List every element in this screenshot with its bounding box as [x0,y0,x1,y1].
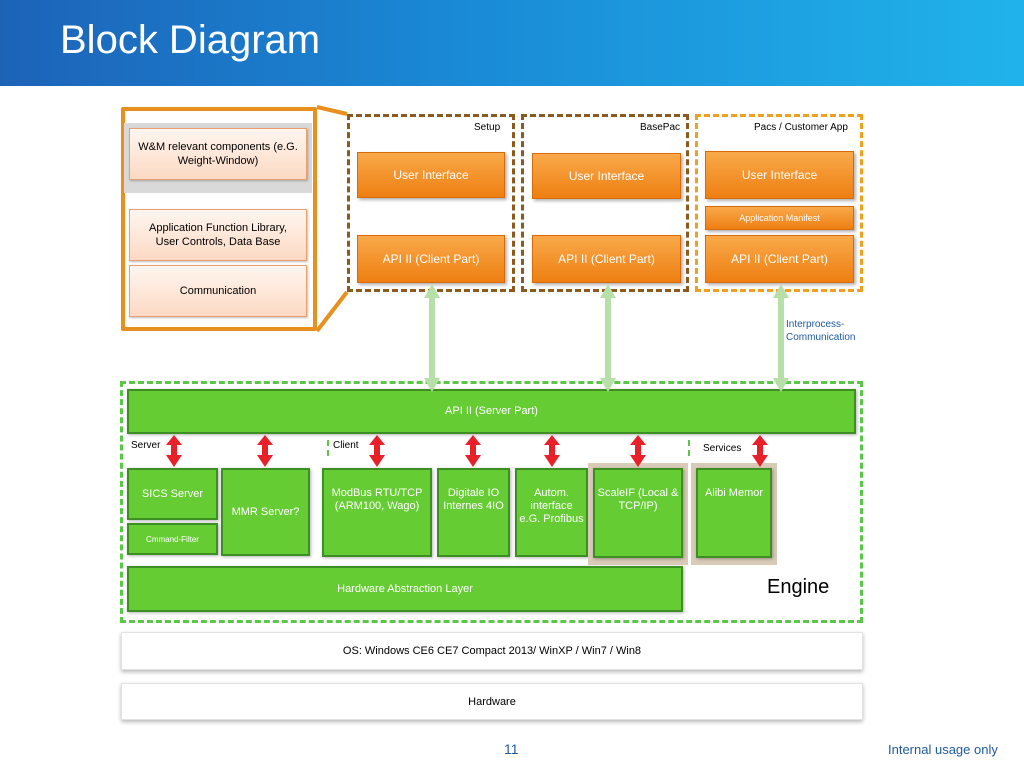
basepac-label: BasePac [640,122,681,133]
red-arrow-digitale-io [465,435,481,467]
engine-label: Engine [767,576,830,598]
red-arrow-scaleif [630,435,646,467]
red-arrow-modbus [369,435,385,467]
page-number: 11 [504,741,519,757]
services-label: Services [703,443,742,454]
application-manifest-box: Application Manifest [705,206,854,230]
command-filter-box: Cmmand-Filter [127,523,218,555]
engine-container [120,381,863,623]
hardware-box: Hardware [121,683,863,720]
red-arrow-mmr [257,435,273,467]
digitale-io-box: Digitale IO Internes 4IO [437,468,510,557]
services-group-bracket [688,440,690,456]
hardware-abstraction-layer: Hardware Abstraction Layer [127,566,683,612]
ipc-arrow-customer [773,284,789,392]
red-arrow-alibi [752,435,768,467]
sics-server-box: SICS Server [127,468,218,520]
api-server-part: API II (Server Part) [127,389,856,434]
modbus-box: ModBus RTU/TCP (ARM100, Wago) [322,468,432,557]
mmr-server-box: MMR Server? [221,468,310,556]
customer-api-client: API II (Client Part) [705,235,854,283]
red-arrow-sics [166,435,182,467]
red-arrow-autom [544,435,560,467]
customer-app-label: Pacs / Customer App [754,122,848,133]
wm-components-box: W&M relevant components (e.G. Weight-Win… [129,128,307,180]
callout-line-bottom [315,290,349,333]
basepac-user-interface: User Interface [532,153,681,199]
communication-box: Communication [129,265,307,317]
title-banner [0,0,1024,86]
setup-user-interface: User Interface [357,152,505,198]
client-label: Client [333,440,359,451]
callout-line-top [316,105,348,116]
client-group-bracket [327,440,329,456]
left-panel-frame [121,107,317,331]
app-library-box: Application Function Library, User Contr… [129,209,307,261]
scaleif-box: ScaleIF (Local & TCP/IP) [593,468,683,558]
alibi-memory-box: Alibi Memor [696,468,772,558]
slide-title: Block Diagram [60,18,321,62]
ipc-arrow-basepac [600,284,616,392]
setup-api-client: API II (Client Part) [357,235,505,283]
ipc-label: Interprocess-Communication [786,319,856,343]
setup-label: Setup [474,122,501,133]
customer-user-interface: User Interface [705,151,854,199]
os-box: OS: Windows CE6 CE7 Compact 2013/ WinXP … [121,632,863,670]
footer-note: Internal usage only [888,742,998,757]
autom-interface-box: Autom. interface e.G. Profibus [515,468,588,557]
server-label: Server [131,440,161,451]
basepac-api-client: API II (Client Part) [532,235,681,283]
ipc-arrow-setup [424,284,440,392]
